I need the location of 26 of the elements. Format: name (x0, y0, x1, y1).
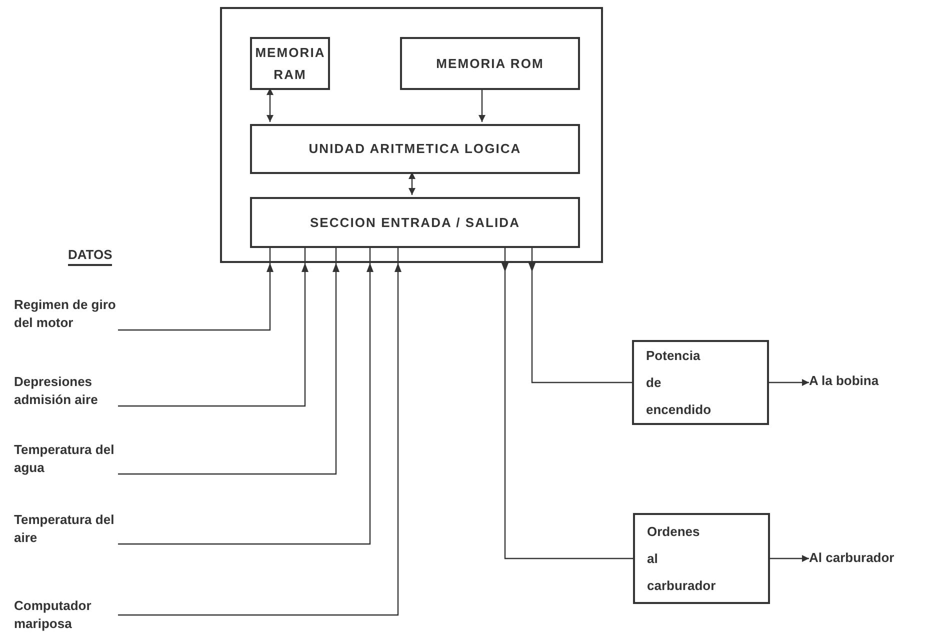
block-box (400, 37, 580, 90)
control-unit-box (220, 7, 603, 263)
box-text: Ordenes al carburador (646, 523, 717, 595)
box-text: MEMORIA ROM (435, 54, 545, 72)
block-box (250, 197, 580, 248)
box-text: Potencia de encendido (645, 347, 712, 419)
arrow (408, 172, 416, 195)
block-box (250, 124, 580, 174)
process-box (633, 513, 770, 604)
input-label: Temperatura del agua (14, 441, 118, 477)
box-text: MEMORIA RAM (254, 44, 326, 84)
arrow (478, 88, 486, 122)
input-label: Al carburador (809, 549, 929, 569)
block-box (250, 37, 330, 90)
arrow (266, 88, 274, 122)
input-label: A la bobina (809, 372, 909, 392)
box-text: SECCION ENTRADA / SALIDA (308, 214, 522, 232)
input-label: Depresiones admisión aire (14, 373, 118, 409)
section-heading: DATOS (68, 246, 112, 266)
box-text: UNIDAD ARITMETICA LOGICA (308, 140, 522, 158)
input-label: Temperatura del aire (14, 511, 118, 547)
arrow (770, 555, 809, 562)
process-box (632, 340, 769, 425)
arrow (769, 379, 809, 386)
input-label: Computador mariposa (14, 597, 118, 633)
input-label: Regimen de giro del motor (14, 296, 118, 332)
